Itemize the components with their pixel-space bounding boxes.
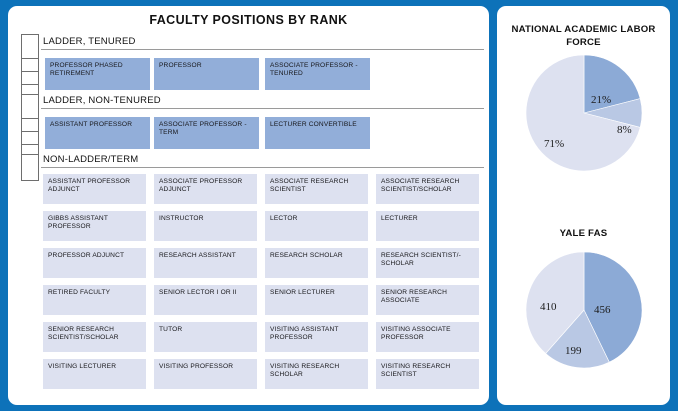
pie-svg-national: [525, 54, 643, 172]
chart-title-line: YALE FAS: [559, 228, 608, 239]
grid-cell[interactable]: PROFESSOR ADJUNCT: [43, 248, 146, 278]
grid-cell[interactable]: INSTRUCTOR: [154, 211, 257, 241]
grid-cell[interactable]: VISITING RESEARCH SCHOLAR: [265, 359, 368, 389]
pie-slice-label: 71%: [544, 138, 565, 150]
grid-cell[interactable]: ASSOCIATE RESEARCH SCIENTIST/SCHOLAR: [376, 174, 479, 204]
pie-svg-yale: [525, 251, 643, 369]
section-rule: [41, 49, 484, 50]
section-label: NON-LADDER/TERM: [43, 154, 139, 165]
grid-cell[interactable]: VISITING PROFESSOR: [154, 359, 257, 389]
tick-ladder-line-left: [21, 34, 22, 181]
pie-slice: [583, 54, 641, 114]
rank-chip[interactable]: LECTURER CONVERTIBLE: [265, 117, 370, 149]
tick-mark: [21, 71, 39, 72]
grid-cell[interactable]: ASSOCIATE RESEARCH SCIENTIST: [265, 174, 368, 204]
section-rule: [41, 108, 484, 109]
section-label: LADDER, TENURED: [43, 36, 136, 47]
tick-mark: [21, 94, 39, 95]
grid-cell[interactable]: VISITING LECTURER: [43, 359, 146, 389]
grid-cell[interactable]: ASSISTANT PROFESSOR ADJUNCT: [43, 174, 146, 204]
pie-slice-label: 456: [594, 304, 611, 316]
chart-title-line: NATIONAL ACADEMIC LABOR FORCE: [511, 24, 656, 48]
tick-mark: [21, 144, 39, 145]
pie-charts-card: NATIONAL ACADEMIC LABOR FORCE 21% 8% 71%…: [497, 6, 670, 405]
tick-mark: [21, 34, 39, 35]
pie-slice-label: 410: [540, 301, 557, 313]
grid-cell[interactable]: GIBBS ASSISTANT PROFESSOR: [43, 211, 146, 241]
tick-mark: [21, 84, 39, 85]
section-label: LADDER, NON-TENURED: [43, 95, 161, 106]
grid-cell[interactable]: SENIOR RESEARCH SCIENTIST/SCHOLAR: [43, 322, 146, 352]
grid-cell[interactable]: RETIRED FACULTY: [43, 285, 146, 315]
grid-cell[interactable]: RESEARCH ASSISTANT: [154, 248, 257, 278]
grid-cell[interactable]: SENIOR LECTOR I OR II: [154, 285, 257, 315]
tick-mark: [21, 131, 39, 132]
grid-cell[interactable]: TUTOR: [154, 322, 257, 352]
rank-chip[interactable]: ASSISTANT PROFESSOR: [45, 117, 150, 149]
pie-slice: [525, 54, 641, 172]
grid-cell[interactable]: RESEARCH SCIENTIST/-SCHOLAR: [376, 248, 479, 278]
tick-ladder: [21, 34, 39, 181]
grid-cell[interactable]: LECTOR: [265, 211, 368, 241]
pie-slice: [545, 309, 610, 369]
section-rule: [41, 167, 484, 168]
chart-title-yale: YALE FAS: [497, 228, 670, 241]
tick-mark: [21, 58, 39, 59]
grid-cell[interactable]: ASSOCIATE PROFESSOR ADJUNCT: [154, 174, 257, 204]
grid-cell[interactable]: VISITING ASSISTANT PROFESSOR: [265, 322, 368, 352]
pie-slice-label: 199: [565, 345, 582, 357]
rank-chip[interactable]: ASSOCIATE PROFESSOR - TENURED: [265, 58, 370, 90]
section-header-ladder-non-tenured: LADDER, NON-TENURED: [41, 95, 484, 109]
tick-mark: [21, 154, 39, 155]
pie-slice: [583, 251, 643, 363]
rank-chip[interactable]: ASSOCIATE PROFESSOR - TERM: [154, 117, 259, 149]
grid-cell[interactable]: VISITING ASSOCIATE PROFESSOR: [376, 322, 479, 352]
rank-chip[interactable]: PROFESSOR PHASED RETIREMENT: [45, 58, 150, 90]
tick-mark: [21, 118, 39, 119]
pie-slice-label: 8%: [617, 124, 632, 136]
pie-slice-label: 21%: [591, 94, 612, 106]
grid-cell[interactable]: SENIOR LECTURER: [265, 285, 368, 315]
chart-title-national: NATIONAL ACADEMIC LABOR FORCE: [497, 24, 670, 49]
page-title: FACULTY POSITIONS BY RANK: [149, 13, 348, 27]
section-header-non-ladder-term: NON-LADDER/TERM: [41, 154, 484, 168]
grid-cell[interactable]: SENIOR RESEARCH ASSOCIATE: [376, 285, 479, 315]
faculty-positions-card: FACULTY POSITIONS BY RANK LADDER, TENURE…: [8, 6, 489, 405]
grid-cell[interactable]: VISITING RESEARCH SCIENTIST: [376, 359, 479, 389]
section-header-ladder-tenured: LADDER, TENURED: [41, 36, 484, 50]
rank-chip[interactable]: PROFESSOR: [154, 58, 259, 90]
tick-mark: [21, 180, 39, 181]
tick-ladder-line-right: [38, 34, 39, 181]
grid-cell[interactable]: RESEARCH SCHOLAR: [265, 248, 368, 278]
pie-slice: [525, 251, 585, 354]
non-ladder-grid: ASSISTANT PROFESSOR ADJUNCT ASSOCIATE PR…: [43, 174, 484, 399]
pie-chart-national: 21% 8% 71%: [525, 54, 643, 172]
pie-chart-yale: 456 199 410: [525, 251, 643, 369]
grid-cell[interactable]: LECTURER: [376, 211, 479, 241]
